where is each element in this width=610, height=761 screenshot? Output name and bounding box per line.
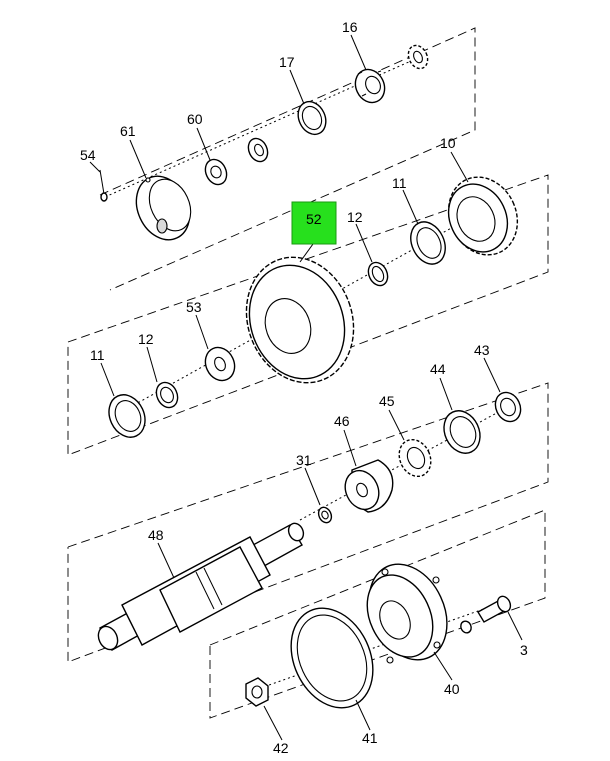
label-31[interactable]: 31 <box>296 452 312 468</box>
label-10[interactable]: 10 <box>440 135 456 151</box>
label-54[interactable]: 54 <box>80 147 96 163</box>
label-11-upper[interactable]: 11 <box>392 175 407 191</box>
part-42-nut[interactable] <box>245 677 269 707</box>
label-44[interactable]: 44 <box>430 361 446 377</box>
label-45[interactable]: 45 <box>379 393 395 409</box>
label-40[interactable]: 40 <box>444 681 460 697</box>
label-61[interactable]: 61 <box>120 123 136 139</box>
part-44-bearing-cup[interactable] <box>437 405 486 459</box>
part-10-gear[interactable] <box>436 166 530 266</box>
label-53[interactable]: 53 <box>186 299 202 315</box>
part-17-bearing-cup[interactable] <box>293 97 331 139</box>
part-16-bearing-cone[interactable] <box>350 65 390 108</box>
axis-lines <box>104 56 516 691</box>
part-40-housing[interactable] <box>354 551 462 672</box>
label-12-upper[interactable]: 12 <box>347 209 363 225</box>
label-48[interactable]: 48 <box>148 527 164 543</box>
part-12-ring-lower[interactable] <box>152 379 181 411</box>
lock-nut-top[interactable] <box>245 135 271 164</box>
part-11-bearing-cup-upper[interactable] <box>404 216 452 269</box>
part-41-gasket[interactable] <box>276 595 389 721</box>
part-53-washer[interactable] <box>200 343 240 386</box>
part-43-washer[interactable] <box>491 388 525 425</box>
label-43[interactable]: 43 <box>474 342 490 358</box>
assembly-boundaries <box>67 27 549 719</box>
label-16[interactable]: 16 <box>342 19 358 35</box>
label-11-lower[interactable]: 11 <box>90 347 105 363</box>
leader-lines <box>89 34 523 741</box>
part-3-bolt[interactable] <box>459 594 513 634</box>
washer-top[interactable] <box>405 42 431 71</box>
label-3[interactable]: 3 <box>520 642 528 658</box>
part-54-bolt[interactable] <box>99 169 108 202</box>
highlight-box-52 <box>291 201 337 245</box>
part-61-cover[interactable] <box>126 168 199 249</box>
label-42[interactable]: 42 <box>273 740 289 756</box>
part-52-large-gear[interactable] <box>229 242 371 398</box>
label-41[interactable]: 41 <box>362 730 378 746</box>
label-46[interactable]: 46 <box>334 413 350 429</box>
part-31-snap-ring[interactable] <box>316 505 334 525</box>
part-12-ring-upper[interactable] <box>365 259 391 288</box>
label-52[interactable]: 52 <box>306 211 322 227</box>
part-60-washer[interactable] <box>201 156 230 188</box>
label-60[interactable]: 60 <box>187 111 203 127</box>
part-48-shaft[interactable] <box>95 521 306 653</box>
label-12-lower[interactable]: 12 <box>138 331 154 347</box>
part-45-bearing-cone[interactable] <box>393 434 436 481</box>
part-46-spacer[interactable] <box>339 459 394 515</box>
part-labels: 16 17 60 61 54 10 11 12 52 53 12 11 43 4… <box>80 19 528 756</box>
part-11-bearing-cup-lower[interactable] <box>102 389 151 443</box>
label-17[interactable]: 17 <box>279 54 295 70</box>
